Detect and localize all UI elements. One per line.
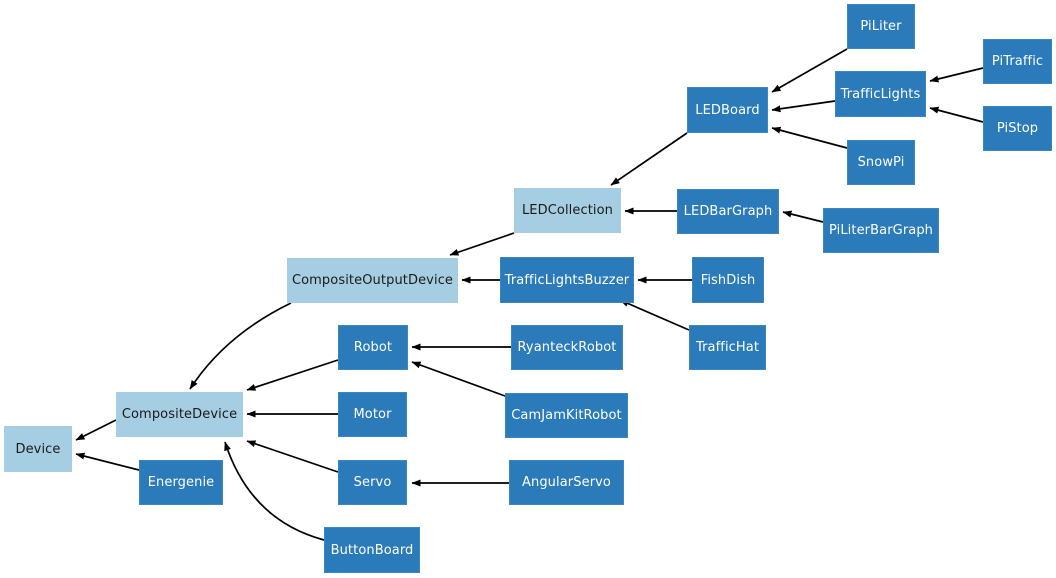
node-label: CompositeDevice	[121, 407, 238, 422]
node-label: CamJamKitRobot	[511, 408, 622, 423]
node-robot[interactable]: Robot	[338, 325, 408, 370]
node-motor[interactable]: Motor	[338, 392, 407, 437]
node-label: LEDCollection	[521, 203, 614, 218]
node-angular_servo[interactable]: AngularServo	[509, 460, 624, 505]
node-pitraffic[interactable]: PiTraffic	[983, 39, 1052, 84]
node-label: Energenie	[147, 475, 215, 490]
node-fish_dish[interactable]: FishDish	[692, 257, 764, 303]
node-label: Motor	[353, 407, 392, 422]
node-label: LEDBoard	[695, 102, 760, 118]
node-label: LEDBarGraph	[683, 204, 773, 219]
node-label: ButtonBoard	[330, 542, 414, 558]
node-label: PiLiter	[860, 19, 902, 34]
node-piliter[interactable]: PiLiter	[847, 4, 915, 49]
node-label: TrafficLights	[840, 86, 921, 102]
node-label: RyanteckRobot	[517, 340, 617, 355]
node-label: FishDish	[700, 272, 756, 288]
node-piliter_bar_graph[interactable]: PiLiterBarGraph	[823, 208, 939, 253]
node-label: TrafficLightsBuzzer	[504, 272, 630, 288]
node-camjamkit_robot[interactable]: CamJamKitRobot	[505, 393, 628, 438]
node-button_board[interactable]: ButtonBoard	[324, 527, 420, 573]
node-led_bar_graph[interactable]: LEDBarGraph	[677, 189, 779, 234]
node-composite_device[interactable]: CompositeDevice	[116, 392, 243, 437]
node-traffic_hat[interactable]: TrafficHat	[689, 325, 766, 370]
node-snowpi[interactable]: SnowPi	[847, 140, 915, 185]
node-servo[interactable]: Servo	[338, 460, 407, 505]
node-device[interactable]: Device	[4, 426, 72, 472]
node-ryanteck_robot[interactable]: RyanteckRobot	[511, 325, 623, 370]
node-energenie[interactable]: Energenie	[139, 460, 223, 505]
node-traffic_lights[interactable]: TrafficLights	[835, 71, 926, 117]
node-label: Servo	[353, 475, 392, 490]
node-label: PiStop	[996, 121, 1039, 136]
node-label: Robot	[353, 340, 393, 355]
node-label: CompositeOutputDevice	[291, 273, 454, 288]
node-label: SnowPi	[857, 155, 905, 170]
node-led_collection[interactable]: LEDCollection	[514, 188, 621, 233]
node-traffic_lights_buzzer[interactable]: TrafficLightsBuzzer	[500, 257, 634, 303]
node-composite_output[interactable]: CompositeOutputDevice	[287, 258, 458, 303]
node-pistop[interactable]: PiStop	[983, 106, 1052, 151]
node-label: TrafficHat	[695, 340, 760, 355]
node-label: Device	[15, 441, 61, 457]
node-label: PiLiterBarGraph	[828, 223, 934, 238]
node-label: PiTraffic	[991, 54, 1044, 69]
node-label: AngularServo	[522, 475, 611, 490]
node-led_board[interactable]: LEDBoard	[687, 87, 768, 133]
